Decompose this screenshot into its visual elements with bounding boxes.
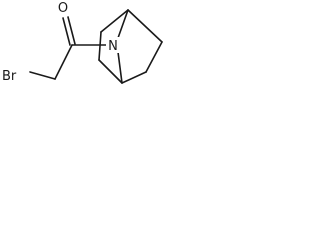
bond-ring-e (117, 51, 123, 84)
molecule-structure: O N Br (2, 0, 163, 84)
nitrogen-atom-label: N (108, 39, 118, 54)
bromine-atom-label: Br (2, 69, 17, 84)
oxygen-atom-label: O (58, 1, 68, 16)
bond-ring-d (121, 71, 147, 84)
nitrogen-label-background (106, 37, 120, 53)
bond-carbonyl-oxygen-b (67, 16, 76, 45)
bond-ring-h (98, 59, 123, 84)
bond-ring-a (117, 9, 129, 39)
oxygen-label-background (56, 0, 70, 15)
bond-br-ch2 (29, 71, 56, 80)
bond-ring-b (127, 9, 163, 43)
bond-ring-g (98, 31, 102, 61)
bond-ring-c (145, 41, 163, 73)
bond-ch2-carbonyl (54, 44, 73, 80)
bond-ring-f (100, 9, 129, 33)
bond-carbonyl-oxygen-a (62, 17, 71, 46)
